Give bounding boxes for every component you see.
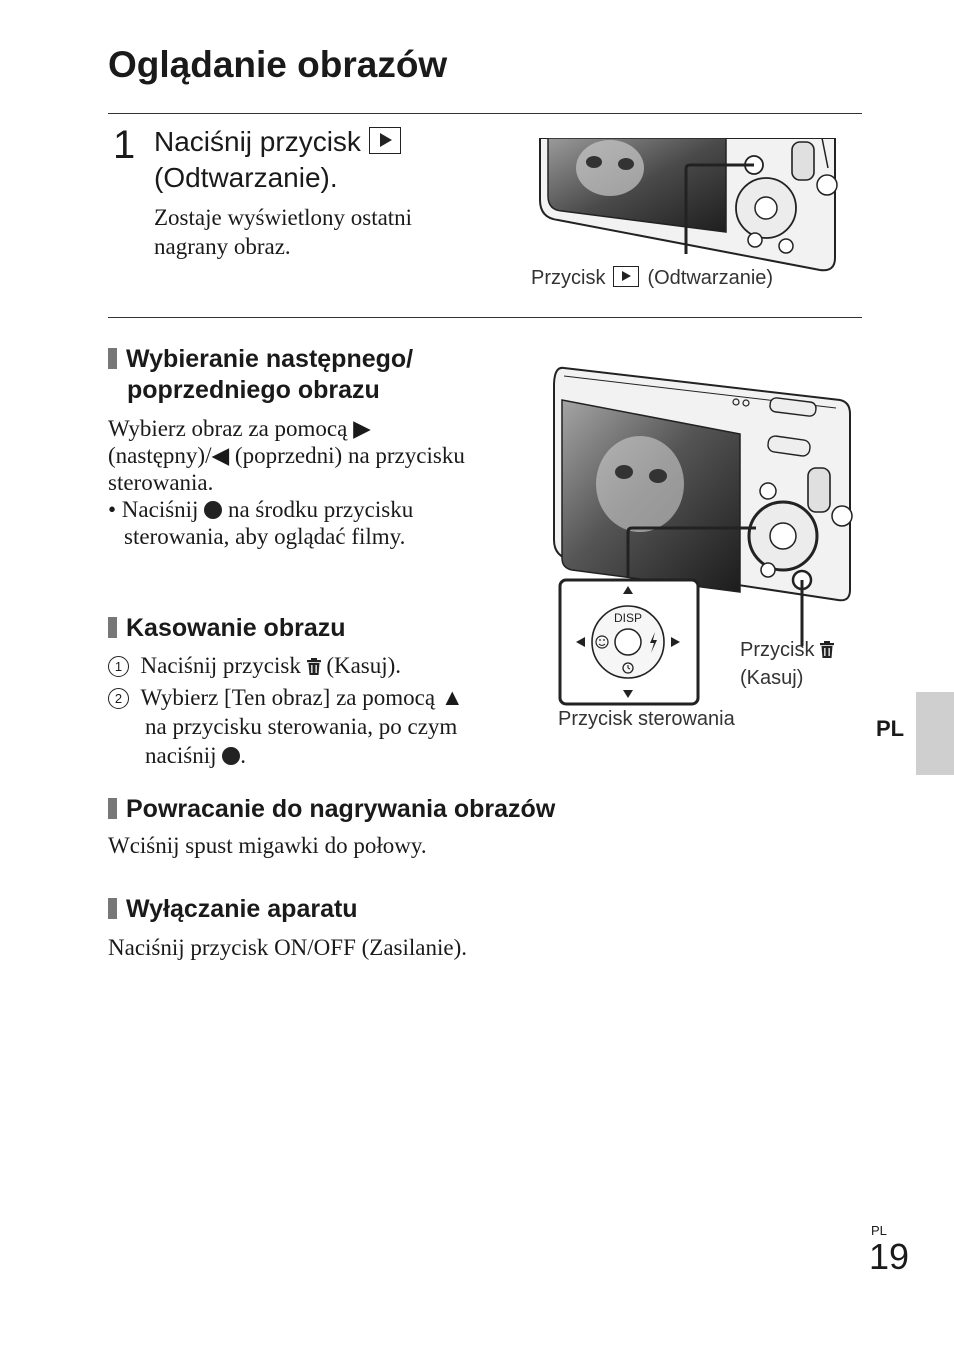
bullet-continuation: sterowania, aby oglądać filmy.: [124, 524, 406, 549]
camera-playback-illustration: [539, 138, 838, 272]
delete-step-2: 2 Wybierz [Ten obraz] za pomocą ▲: [108, 683, 528, 712]
step-text: Naciśnij przycisk: [140, 653, 301, 678]
bullet-text: • Naciśnij: [108, 497, 199, 522]
page-number: 19: [869, 1236, 910, 1277]
caption-text: Przycisk: [740, 639, 815, 661]
play-icon: [613, 266, 640, 287]
step-text-end: .: [240, 743, 247, 768]
heading-next-previous: Wybieranie następnego/ poprzedniego obra…: [108, 344, 413, 406]
play-icon: [368, 127, 401, 154]
delete-step-1: 1 Naciśnij przycisk (Kasuj).: [108, 651, 528, 680]
heading-text: Wybieranie następnego/: [126, 345, 414, 373]
caption-text-2: (Kasuj): [740, 667, 804, 689]
disp-label: DISP: [614, 611, 642, 625]
trash-icon: [306, 658, 321, 675]
body-line: (następny)/◀ (poprzedni) na przycisku: [108, 443, 465, 468]
heading-return-shooting: Powracanie do nagrywania obrazów: [108, 794, 555, 825]
heading-marker: [108, 617, 117, 638]
bullet-line: • Naciśnij na środku przycisku: [108, 496, 528, 523]
step-continuation: na przycisku sterowania, po czym: [145, 714, 458, 739]
delete-button-caption: Przycisk (Kasuj): [740, 636, 835, 692]
language-tab-label: PL: [876, 716, 905, 741]
body-line: Wybierz obraz za pomocą ▶: [108, 416, 371, 441]
step-text: naciśnij: [145, 743, 217, 768]
heading-text: Powracanie do nagrywania obrazów: [126, 795, 556, 823]
heading-text: Wyłączanie aparatu: [126, 895, 358, 923]
camera-control-illustration: DISP: [553, 366, 853, 706]
top-divider: [108, 113, 862, 114]
step-heading-text-2: (Odtwarzanie).: [154, 162, 338, 193]
delete-steps: 1 Naciśnij przycisk (Kasuj). 2 Wybierz […: [108, 651, 528, 770]
step-number: 1: [113, 123, 136, 167]
caption-text: Przycisk: [531, 267, 606, 289]
heading-delete: Kasowanie obrazu: [108, 613, 346, 644]
center-button-icon: [204, 501, 223, 519]
heading-power-off: Wyłączanie aparatu: [108, 894, 358, 925]
heading-marker: [108, 798, 117, 819]
trash-icon: [820, 641, 835, 658]
step-continuation-2: naciśnij .: [108, 741, 528, 770]
caption-text-2: (Odtwarzanie): [647, 267, 774, 289]
step-text-2: (Kasuj).: [326, 653, 402, 678]
step-description: Zostaje wyświetlony ostatni nagrany obra…: [154, 205, 413, 259]
section-divider: [108, 317, 862, 318]
bullet-text-2: na środku przycisku: [227, 497, 414, 522]
heading-marker: [108, 348, 117, 369]
heading-text: Kasowanie obrazu: [126, 614, 346, 642]
step-heading-text: Naciśnij przycisk: [154, 126, 361, 157]
body-line: sterowania.: [108, 470, 214, 495]
step-text: Wybierz [Ten obraz] za pomocą ▲: [140, 685, 464, 710]
power-off-text: Naciśnij przycisk ON/OFF (Zasilanie).: [108, 935, 467, 960]
center-button-icon: [222, 747, 241, 765]
footer-language: PL: [871, 1223, 887, 1238]
step-heading: Naciśnij przycisk (Odtwarzanie).: [154, 124, 401, 196]
page-title: Oglądanie obrazów: [108, 44, 448, 85]
playback-button-caption: Przycisk (Odtwarzanie): [531, 266, 773, 290]
control-button-caption: Przycisk sterowania: [558, 708, 735, 730]
step-circle-1: 1: [108, 656, 129, 677]
step-circle-2: 2: [108, 688, 129, 709]
heading-marker: [108, 898, 117, 919]
heading-text-2: poprzedniego obrazu: [127, 376, 380, 404]
return-shooting-text: Wciśnij spust migawki do połowy.: [108, 833, 427, 858]
next-previous-text: Wybierz obraz za pomocą ▶ (następny)/◀ (…: [108, 415, 528, 550]
language-tab: [916, 692, 954, 775]
